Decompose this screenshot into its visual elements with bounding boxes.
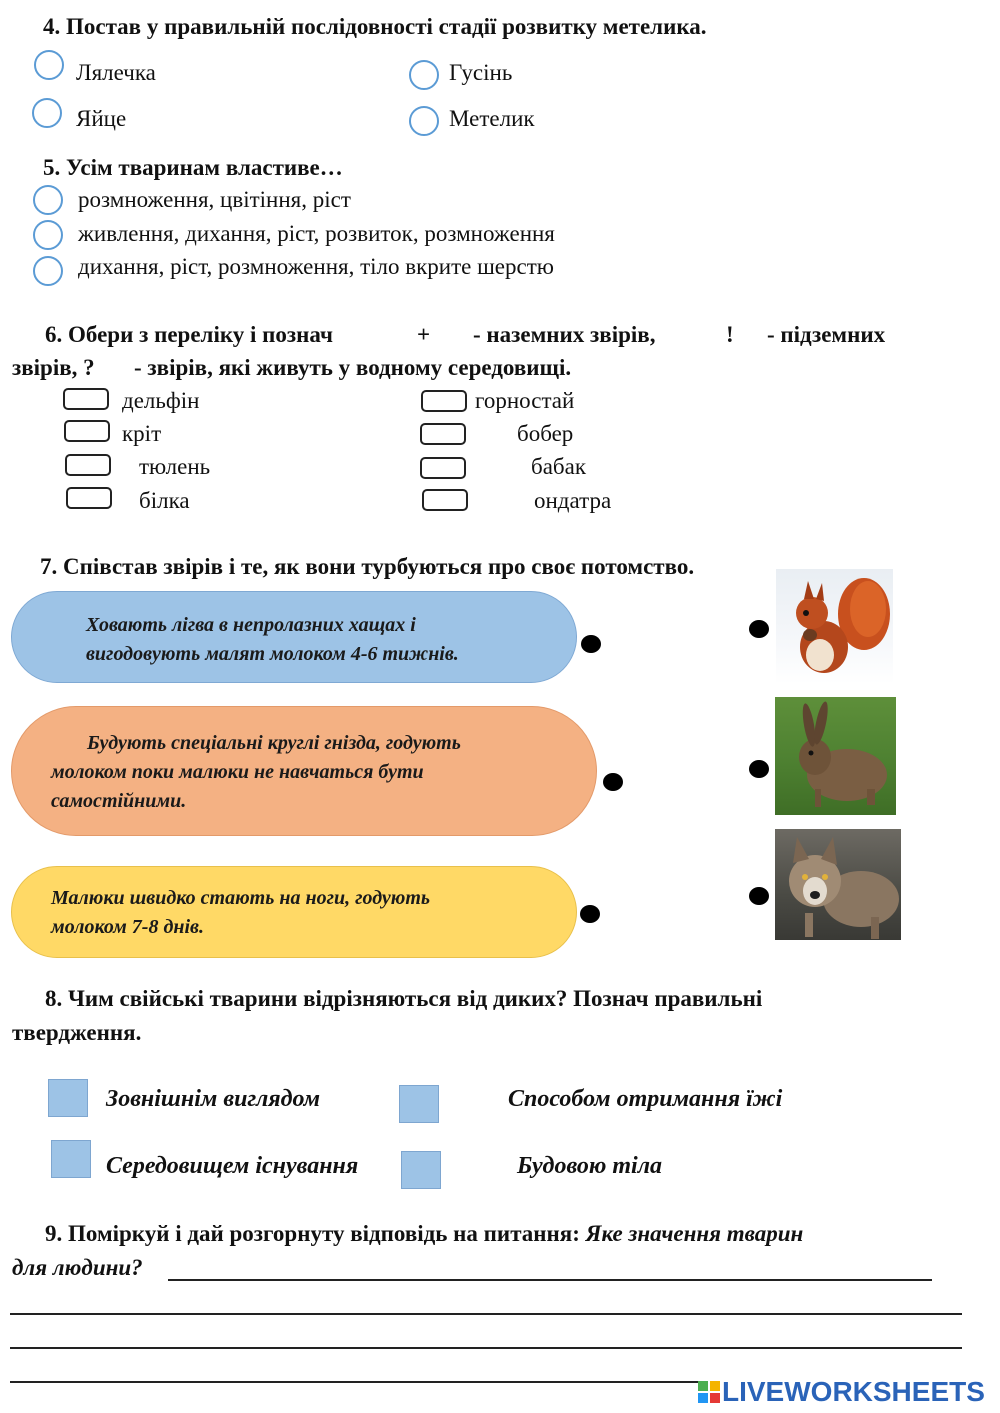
answer-box[interactable] xyxy=(66,487,112,509)
answer-box[interactable] xyxy=(65,454,111,476)
answer-square[interactable] xyxy=(51,1140,91,1178)
q4-option: Гусінь xyxy=(449,60,513,85)
q6-animal: горностай xyxy=(475,388,575,413)
answer-circle[interactable] xyxy=(409,106,439,136)
match-card-blue xyxy=(11,591,577,683)
answer-box[interactable] xyxy=(420,423,466,445)
match-card-orange xyxy=(11,706,597,836)
q6-animal: бобер xyxy=(517,421,574,446)
exclamation-symbol: ! xyxy=(726,322,734,347)
q5-option: розмноження, цвітіння, ріст xyxy=(78,187,351,212)
match-dot-left[interactable] xyxy=(580,905,600,923)
answer-circle[interactable] xyxy=(409,60,439,90)
q8-title: твердження. xyxy=(12,1020,142,1045)
answer-circle[interactable] xyxy=(32,98,62,128)
q9-title-line2: для людини? xyxy=(12,1255,143,1280)
q6-animal: дельфін xyxy=(122,388,200,413)
hare-image xyxy=(775,697,896,815)
match-dot-right[interactable] xyxy=(749,620,769,638)
q4-option: Лялечка xyxy=(76,60,156,85)
q6-title-part: - наземних звірів, xyxy=(473,322,656,347)
answer-box[interactable] xyxy=(422,489,468,511)
answer-square[interactable] xyxy=(48,1079,88,1117)
match-card-yellow xyxy=(11,866,577,958)
answer-box[interactable] xyxy=(64,420,110,442)
q4-option: Метелик xyxy=(449,106,535,131)
q8-option: Будовою тіла xyxy=(517,1153,663,1179)
wolf-image xyxy=(775,829,901,940)
squirrel-image xyxy=(776,569,893,684)
q6-animal: бабак xyxy=(531,454,586,479)
plus-symbol: + xyxy=(417,322,431,347)
answer-square[interactable] xyxy=(401,1151,441,1189)
liveworksheets-logo-icon xyxy=(698,1381,720,1403)
q8-option: Способом отримання їжі xyxy=(508,1086,783,1112)
q6-title-part: 6. Обери з переліку і познач xyxy=(45,322,333,347)
q6-animal: кріт xyxy=(122,421,162,446)
q8-title: 8. Чим свійські тварини відрізняються ві… xyxy=(45,986,763,1011)
q4-title: 4. Постав у правильній послідовності ста… xyxy=(43,14,707,39)
q5-option: дихання, ріст, розмноження, тіло вкрите … xyxy=(78,254,554,279)
match-dot-left[interactable] xyxy=(581,635,601,653)
answer-box[interactable] xyxy=(420,457,466,479)
match-dot-right[interactable] xyxy=(749,760,769,778)
q6-title-part: звірів, ? xyxy=(12,355,95,380)
answer-circle[interactable] xyxy=(33,185,63,215)
q8-option: Середовищем існування xyxy=(106,1153,359,1179)
answer-square[interactable] xyxy=(399,1085,439,1123)
wolf-icon xyxy=(789,837,899,939)
q9-title: 9. Поміркуй і дай розгорнуту відповідь н… xyxy=(45,1221,804,1246)
answer-line[interactable] xyxy=(10,1381,698,1383)
match-dot-right[interactable] xyxy=(749,887,769,905)
match-card-text: Ховають лігва в непролазних хащах і виго… xyxy=(86,614,459,665)
match-dot-left[interactable] xyxy=(603,773,623,791)
q6-animal: білка xyxy=(139,488,190,513)
answer-line[interactable] xyxy=(10,1347,962,1349)
answer-circle[interactable] xyxy=(33,220,63,250)
q4-option: Яйце xyxy=(76,106,127,131)
answer-circle[interactable] xyxy=(33,256,63,286)
liveworksheets-watermark: LIVEWORKSHEETS xyxy=(722,1376,985,1407)
squirrel-icon xyxy=(796,578,890,673)
q6-animal: ондатра xyxy=(534,488,612,513)
q6-title-part: - підземних xyxy=(767,322,886,347)
hare-icon xyxy=(799,701,887,807)
q7-title: 7. Співстав звірів і те, як вони турбуют… xyxy=(40,554,695,579)
answer-circle[interactable] xyxy=(34,50,64,80)
q6-title-part: - звірів, які живуть у водному середовищ… xyxy=(134,355,572,380)
q5-option: живлення, дихання, ріст, розвиток, розмн… xyxy=(78,221,555,246)
match-card-text: Будують спеціальні круглі гнізда, годуют… xyxy=(51,732,461,812)
q5-title: 5. Усім тваринам властиве… xyxy=(43,155,343,180)
answer-box[interactable] xyxy=(63,388,109,410)
q6-animal: тюлень xyxy=(139,454,211,479)
answer-line[interactable] xyxy=(168,1279,932,1281)
match-card-text: Малюки швидко стають на ноги, годують мо… xyxy=(51,887,431,938)
answer-box[interactable] xyxy=(421,390,467,412)
answer-line[interactable] xyxy=(10,1313,962,1315)
q8-option: Зовнішнім виглядом xyxy=(106,1086,321,1112)
